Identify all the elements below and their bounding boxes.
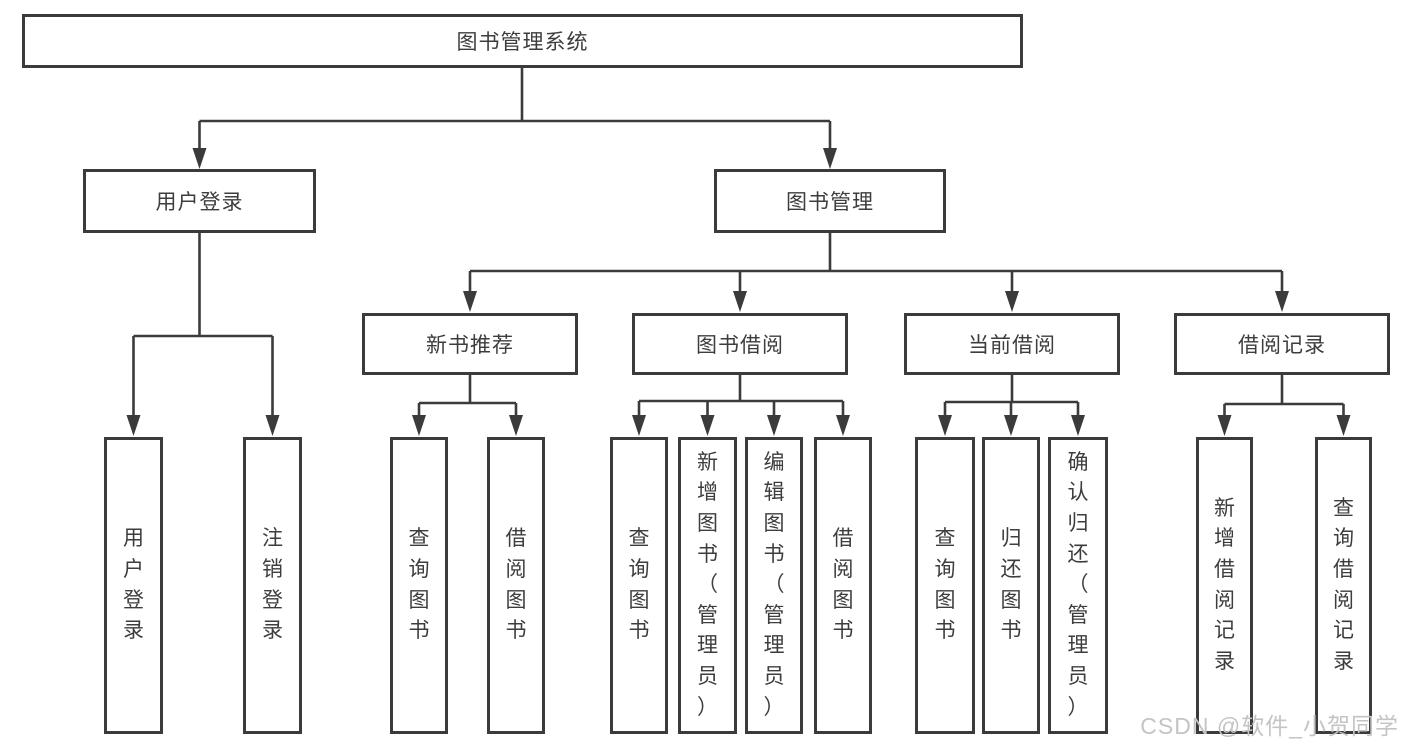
arrowhead [632,415,646,436]
node-book-borrow-label: 图书借阅 [696,334,784,357]
node-current-borrow-label: 当前借阅 [968,334,1056,357]
node-borrow-books-leaf: 借阅图书 [814,437,872,734]
node-label: 查询借阅记录 [1333,496,1354,673]
node-query-borrow-record: 查询借阅记录 [1315,437,1372,734]
edge-root-to-level2 [198,68,832,160]
arrowhead [700,415,715,436]
arrowhead [823,148,837,169]
arrowhead [767,415,781,436]
arrowhead [1336,415,1351,436]
arrowhead [1005,291,1019,312]
node-add-borrow-record: 新增借阅记录 [1196,437,1253,734]
node-borrow-records: 借阅记录 [1174,313,1390,375]
node-label: 查询图书 [408,527,430,643]
node-query-books-current: 查询图书 [915,437,975,734]
node-library-system: 图书管理系统 [22,14,1023,68]
node-book-management-label: 图书管理 [786,191,874,214]
arrowhead [509,415,523,436]
arrowhead [836,415,850,436]
watermark: CSDN @软件_小贺同学 [1140,713,1399,739]
edge-new-book-recommend [417,375,518,427]
node-current-borrow: 当前借阅 [904,313,1120,375]
node-label: 编辑图书（管理员） [763,450,785,719]
node-book-management: 图书管理 [714,169,946,233]
node-add-book-admin: 新增图书（管理员） [678,437,737,734]
node-book-borrow: 图书借阅 [632,313,848,375]
node-user-login: 用户登录 [83,169,316,233]
node-edit-book-admin: 编辑图书（管理员） [745,437,803,734]
arrowhead [126,415,141,436]
edge-book-borrow [637,375,845,427]
arrowhead [733,291,747,312]
node-borrow-records-label: 借阅记录 [1238,334,1326,357]
node-query-books-recommend: 查询图书 [390,437,448,734]
arrowhead [463,291,477,312]
node-label: 确认归还（管理员） [1067,450,1089,719]
node-label: 查询图书 [628,527,650,643]
edge-current-borrow [943,375,1080,427]
node-label: 用户登录 [123,527,144,643]
arrowhead [412,415,426,436]
node-label: 查询图书 [934,527,956,643]
node-label: 借阅图书 [832,527,854,643]
node-label: 注销登录 [262,527,283,643]
node-label: 归还图书 [1000,527,1022,643]
arrowhead [265,415,280,436]
node-user-login-leaf: 用户登录 [104,437,163,734]
node-confirm-return-admin: 确认归还（管理员） [1048,437,1108,734]
arrowhead [1071,415,1085,436]
arrowhead [1004,415,1018,436]
node-user-login-label: 用户登录 [155,191,244,214]
arrowhead [938,415,952,436]
edge-book-management [468,233,1284,303]
node-new-book-recommend: 新书推荐 [362,313,578,375]
node-query-books-borrow: 查询图书 [610,437,668,734]
edge-user-login [132,233,274,427]
node-label: 新增图书（管理员） [697,450,718,719]
node-return-book: 归还图书 [982,437,1040,734]
edge-borrow-records [1223,375,1345,427]
node-library-system-label: 图书管理系统 [456,31,589,54]
arrowhead [1275,291,1289,312]
node-label: 借阅图书 [505,527,527,643]
arrowhead [192,148,207,169]
node-new-book-recommend-label: 新书推荐 [426,334,514,357]
node-logout: 注销登录 [243,437,302,734]
node-label: 新增借阅记录 [1214,496,1235,673]
node-borrow-books-recommend: 借阅图书 [487,437,545,734]
arrowhead [1217,415,1232,436]
